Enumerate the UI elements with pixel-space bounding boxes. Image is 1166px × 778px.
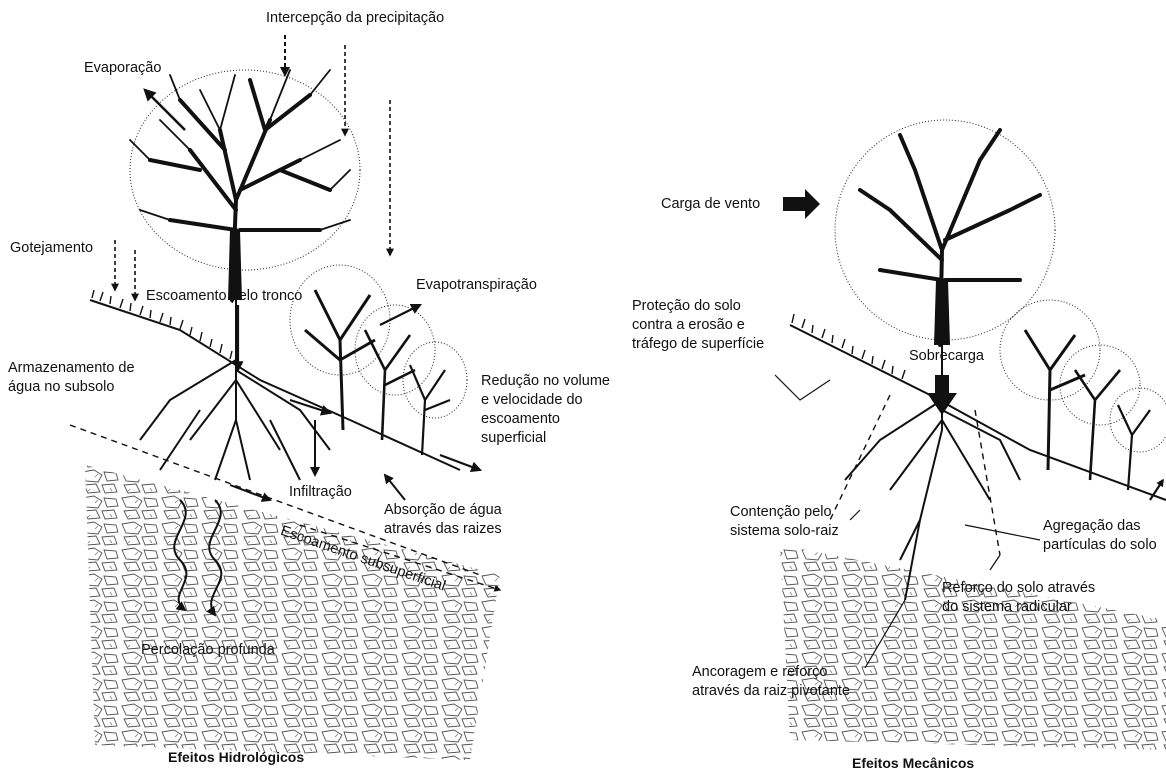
runoff-arrow-2 [440, 455, 480, 470]
trees-small-right [1000, 300, 1166, 490]
label-anchoring: Ancoragem e reforço através da raiz pivo… [692, 663, 850, 701]
ground-surface-left [90, 300, 460, 470]
bedrock-right [780, 545, 1166, 750]
label-reinforcement: Reforço do solo através do sistema radic… [942, 579, 1095, 617]
title-mechanical: Efeitos Mecânicos [852, 754, 974, 773]
tree-large-right [835, 120, 1055, 345]
containment-leader [850, 510, 860, 520]
label-runoff-reduction: Redução no volume e velocidade do escoam… [481, 372, 610, 448]
label-interception: Intercepção da precipitação [266, 9, 444, 28]
infiltration-arrow-2 [230, 485, 270, 500]
label-deep-percolation: Percolação profunda [141, 641, 275, 660]
label-erosion-protection: Proteção do solo contra a erosão e tráfe… [632, 297, 764, 354]
tree-large-left [130, 70, 360, 300]
label-dripping: Gotejamento [10, 239, 93, 258]
erosion-leader [775, 375, 830, 400]
mechanical-panel [775, 120, 1166, 750]
label-stemflow: Escoamento pelo tronco [146, 287, 302, 306]
wind-load-arrow [783, 189, 820, 219]
containment-line-left [830, 395, 890, 520]
aggregation-leader [965, 525, 1040, 540]
label-surcharge: Sobrecarga [909, 347, 984, 366]
label-storage: Armazenamento de água no subsolo [8, 359, 135, 397]
roots-right [845, 345, 1020, 600]
label-evapotranspiration: Evapotranspiração [416, 276, 537, 295]
title-hydrological: Efeitos Hidrológicos [168, 748, 304, 767]
hydrological-panel [70, 35, 500, 760]
grass-right [792, 314, 905, 379]
label-evaporation: Evaporação [84, 59, 161, 78]
label-root-absorption: Absorção de água através das raizes [384, 501, 502, 539]
reinforcement-leader [990, 555, 1000, 570]
surcharge-arrow [927, 375, 957, 415]
label-containment: Contenção pelo sistema solo-raiz [730, 503, 839, 541]
label-wind-load: Carga de vento [661, 195, 760, 214]
label-aggregation: Agregação das partículas do solo [1043, 517, 1157, 555]
absorption-arrow [385, 475, 405, 500]
label-infiltration: Infiltração [289, 483, 352, 502]
evapotranspiration-arrow [380, 305, 420, 325]
